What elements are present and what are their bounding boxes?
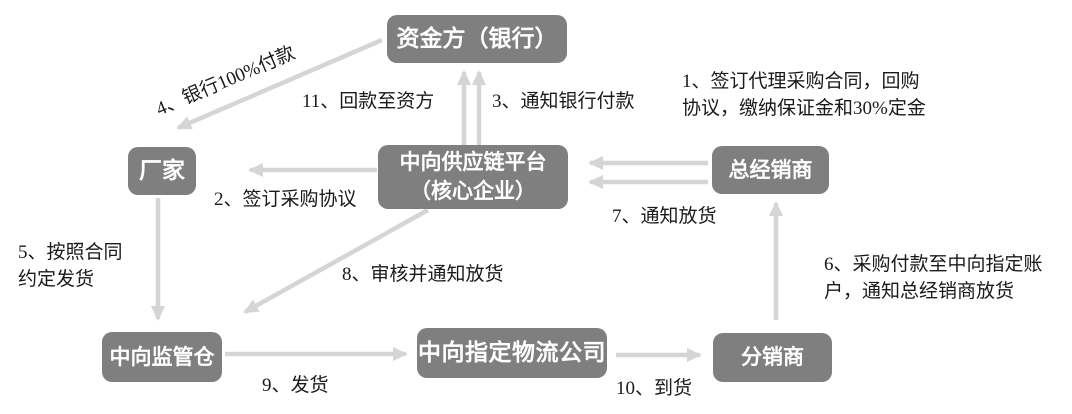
edge-label-step7: 7、通知放货 bbox=[612, 206, 717, 227]
edge-label-step1: 1、签订代理采购合同，回购 协议，缴纳保证金和30%定金 bbox=[682, 71, 926, 119]
edge-label-step6: 6、采购付款至中向指定账 户，通知总经销商放货 bbox=[824, 254, 1043, 302]
node-bank: 资金方（银行） bbox=[387, 15, 567, 63]
arrow-step4-bank-to-manufacturer bbox=[176, 37, 383, 131]
arrow-step8-platform-to-warehouse bbox=[243, 208, 430, 314]
node-manufacturer: 厂家 bbox=[128, 147, 196, 195]
node-platform: 中向供应链平台 （核心企业） bbox=[378, 145, 568, 209]
node-warehouse: 中向监管仓 bbox=[102, 332, 222, 382]
node-logistics: 中向指定物流公司 bbox=[417, 328, 607, 378]
edge-label-step8: 8、审核并通知放货 bbox=[342, 264, 504, 285]
edge-label-step3: 3、通知银行付款 bbox=[492, 91, 635, 112]
edge-label-step10: 10、到货 bbox=[616, 378, 693, 399]
edge-label-step11: 11、回款至资方 bbox=[302, 91, 435, 112]
edge-label-step5: 5、按照合同 约定发货 bbox=[18, 242, 123, 290]
edge-label-step2: 2、签订采购协议 bbox=[214, 189, 357, 210]
node-distributor: 分销商 bbox=[713, 333, 832, 382]
node-general-distributor: 总经销商 bbox=[712, 146, 829, 194]
edge-label-step9: 9、发货 bbox=[262, 375, 329, 396]
